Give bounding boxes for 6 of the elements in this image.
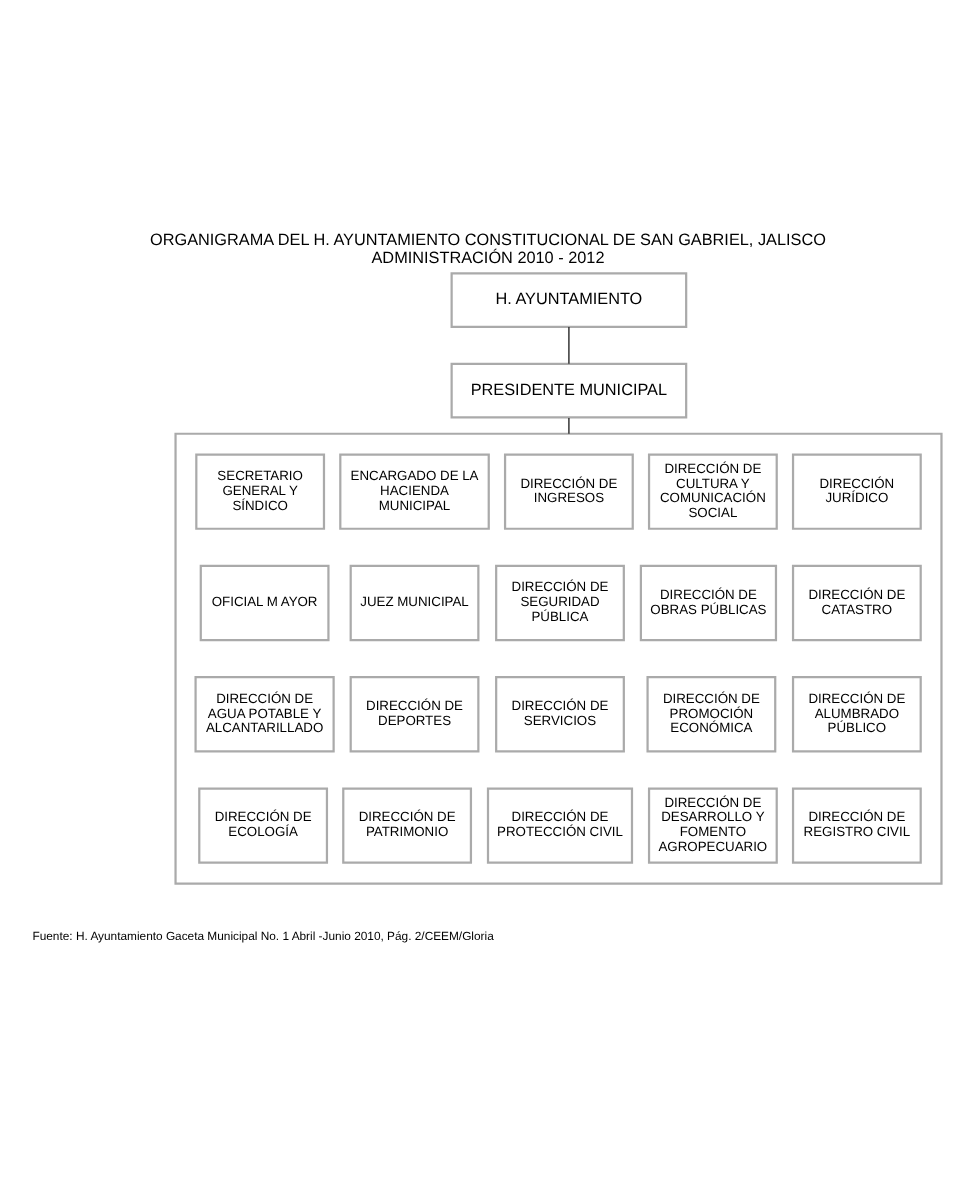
node-box: H. AYUNTAMIENTO — [450, 272, 688, 328]
connector — [568, 417, 570, 435]
node-box: PRESIDENTE MUNICIPAL — [450, 362, 688, 419]
connector — [568, 326, 570, 365]
cluster — [174, 432, 943, 885]
diagram-title: ORGANIGRAMA DEL H. AYUNTAMIENTO CONSTITUCIONAL DE SAN GABRIEL, JALISCO ADMINISTRACIÓN 2010 - 2012 — [150, 230, 826, 267]
